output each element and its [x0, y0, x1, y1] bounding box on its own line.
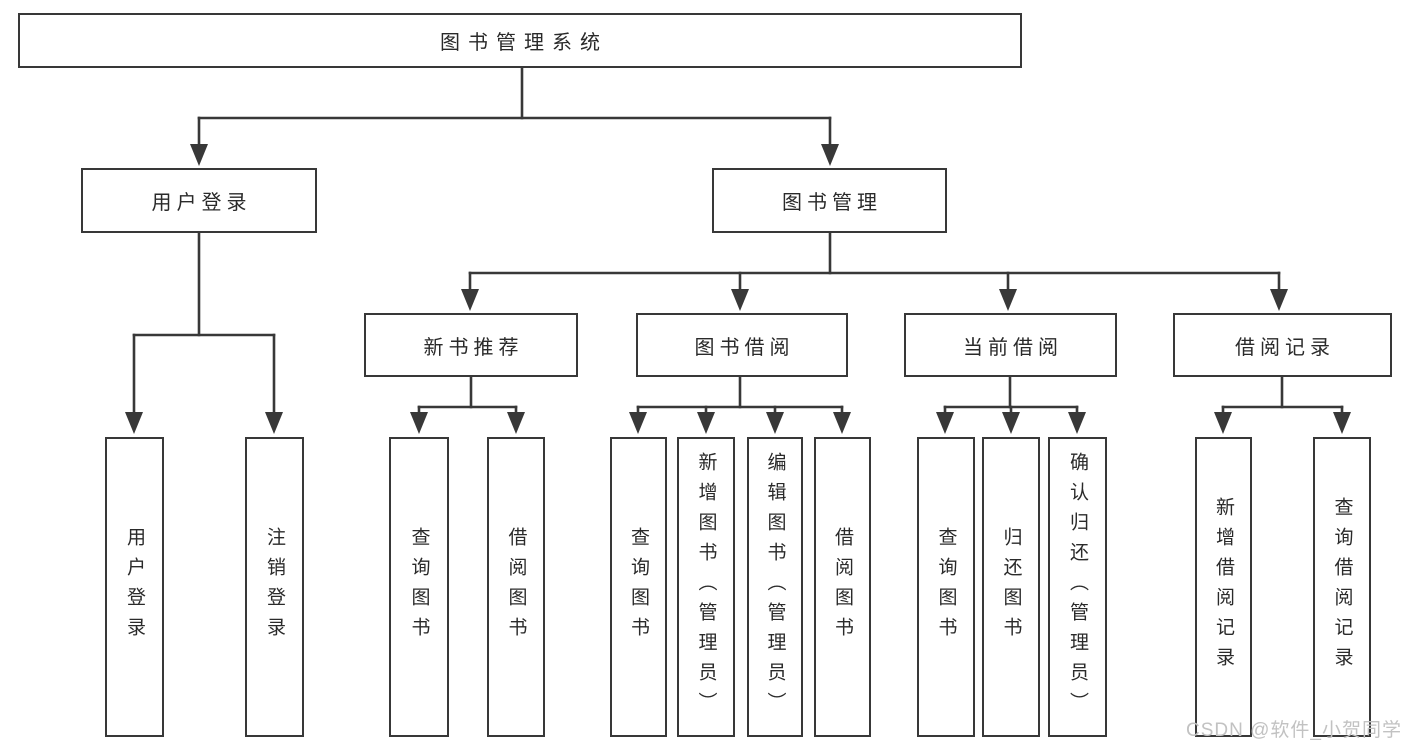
leaf-borrow-add-book-admin: 新增图书（管理员） [677, 437, 735, 737]
leaf-records-query-record: 查询借阅记录 [1313, 437, 1371, 737]
leaf-current-confirm-return-admin: 确认归还（管理员） [1048, 437, 1107, 737]
leaf-logout: 注销登录 [245, 437, 304, 737]
node-book-management-branch: 图书管理 [712, 168, 947, 233]
node-root-library-system: 图书管理系统 [18, 13, 1022, 68]
leaf-recommend-borrow-book: 借阅图书 [487, 437, 545, 737]
leaf-records-add-record: 新增借阅记录 [1195, 437, 1252, 737]
leaf-borrow-borrow-book: 借阅图书 [814, 437, 871, 737]
node-new-book-recommend: 新书推荐 [364, 313, 578, 377]
leaf-current-return-book: 归还图书 [982, 437, 1040, 737]
csdn-watermark: CSDN @软件_小贺同学 [1186, 720, 1402, 741]
leaf-user-login: 用户登录 [105, 437, 164, 737]
node-book-borrowing: 图书借阅 [636, 313, 848, 377]
leaf-borrow-edit-book-admin: 编辑图书（管理员） [747, 437, 803, 737]
leaf-current-query-book: 查询图书 [917, 437, 975, 737]
leaf-borrow-query-book: 查询图书 [610, 437, 667, 737]
node-current-borrowing: 当前借阅 [904, 313, 1117, 377]
leaf-recommend-query-book: 查询图书 [389, 437, 449, 737]
node-borrowing-records: 借阅记录 [1173, 313, 1392, 377]
node-user-login-branch: 用户登录 [81, 168, 317, 233]
